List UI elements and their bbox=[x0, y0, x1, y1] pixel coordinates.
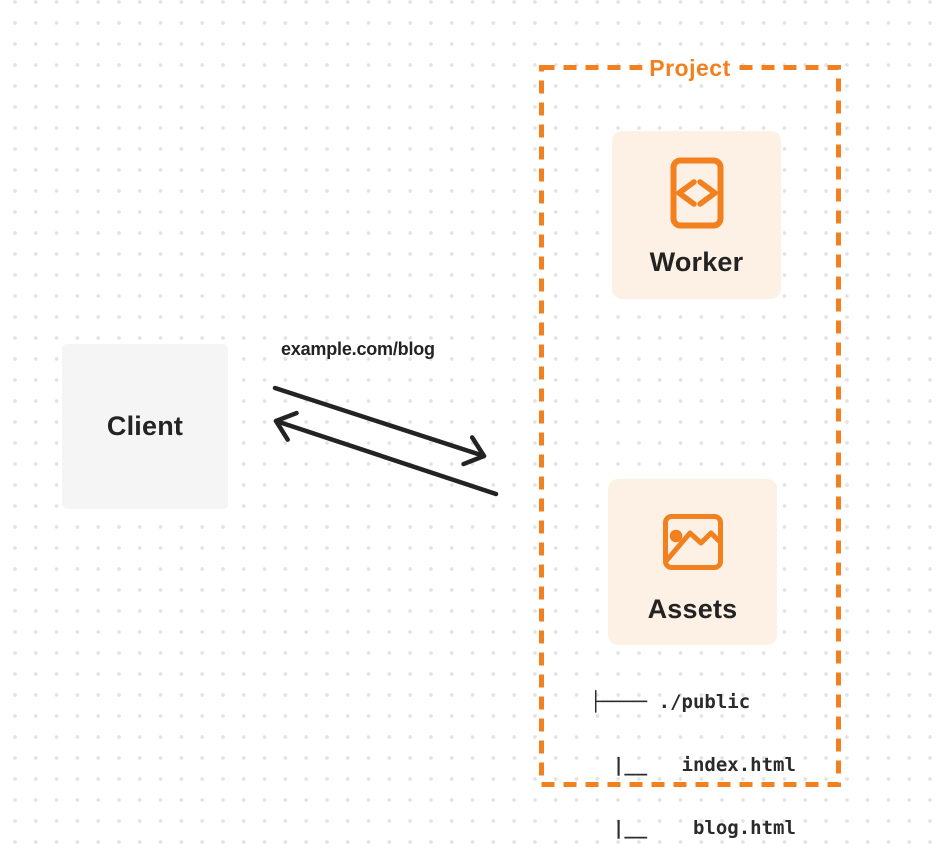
response-arrow bbox=[273, 410, 499, 497]
project-boundary: Project Worker Assets ├──── ./public |__… bbox=[539, 54, 841, 839]
client-label: Client bbox=[106, 411, 184, 441]
image-icon bbox=[662, 514, 723, 570]
file-tree-line-root: ├──── ./public bbox=[590, 691, 751, 713]
worker-node: Worker bbox=[612, 131, 781, 299]
worker-label: Worker bbox=[649, 247, 744, 277]
public-directory-file-tree: ├──── ./public |__ index.html |__ blog.h… bbox=[590, 650, 796, 860]
project-label: Project bbox=[642, 54, 738, 82]
request-arrow bbox=[272, 385, 487, 467]
assets-node: Assets bbox=[608, 479, 777, 645]
client-node: Client bbox=[62, 344, 228, 509]
file-tree-line-blog: |__ blog.html bbox=[590, 817, 796, 839]
request-url-label: example.com/blog bbox=[281, 339, 435, 359]
file-tree-line-index: |__ index.html bbox=[590, 754, 796, 776]
assets-label: Assets bbox=[647, 594, 738, 624]
code-file-icon bbox=[670, 157, 723, 229]
